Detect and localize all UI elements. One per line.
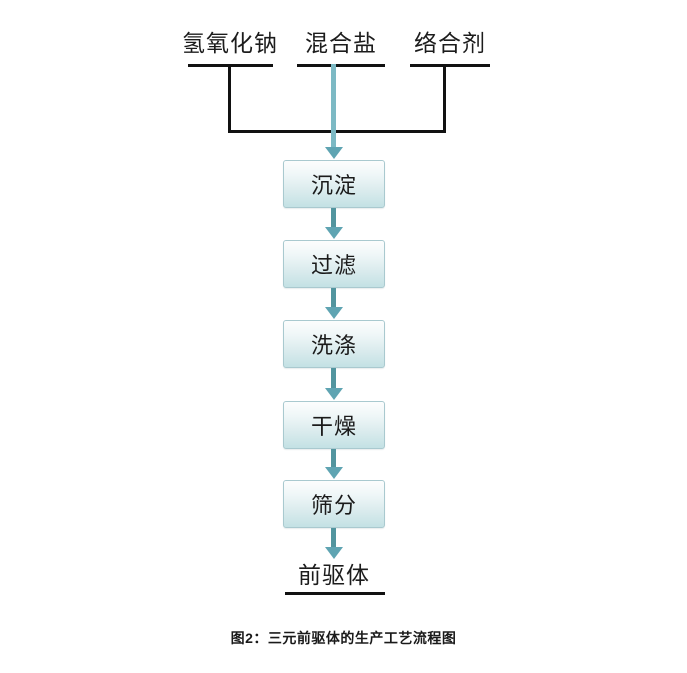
process-box-washing[interactable]: 洗涤 <box>283 320 385 368</box>
output-label-text: 前驱体 <box>298 562 370 588</box>
trunk-line-to-precipitation <box>331 64 336 148</box>
connector-drying-to-sieving <box>331 449 336 468</box>
output-underline-precursor <box>285 592 385 595</box>
connector-precipitation-to-filtration <box>331 208 336 228</box>
connector-right-vertical <box>443 64 446 133</box>
arrowhead-sieving-to-precursor <box>325 547 343 559</box>
input-label-mixed-salt: 混合盐 <box>286 32 396 55</box>
arrowhead-washing-to-drying <box>325 388 343 400</box>
process-box-label: 过滤 <box>310 253 357 278</box>
input-label-text: 络合剂 <box>414 30 486 56</box>
figure-caption: 图2：三元前驱体的生产工艺流程图 <box>0 628 687 648</box>
output-label-precursor: 前驱体 <box>279 564 389 587</box>
figure-caption-text: 图2：三元前驱体的生产工艺流程图 <box>230 630 457 646</box>
connector-merge-bar <box>228 130 446 133</box>
input-label-complexing-agent: 络合剂 <box>400 32 500 55</box>
connector-washing-to-drying <box>331 368 336 389</box>
process-box-drying[interactable]: 干燥 <box>283 401 385 449</box>
process-box-label: 干燥 <box>310 414 357 439</box>
process-box-sieving[interactable]: 筛分 <box>283 480 385 528</box>
input-label-sodium-hydroxide: 氢氧化钠 <box>175 32 285 55</box>
connector-sieving-to-precursor <box>331 528 336 548</box>
connector-filtration-to-washing <box>331 288 336 308</box>
process-box-label: 筛分 <box>310 493 357 518</box>
arrowhead-filtration-to-washing <box>325 307 343 319</box>
input-label-text: 氢氧化钠 <box>182 30 278 56</box>
process-box-precipitation[interactable]: 沉淀 <box>283 160 385 208</box>
connector-left-vertical <box>228 64 231 133</box>
trunk-arrowhead-to-precipitation <box>325 147 343 159</box>
input-label-text: 混合盐 <box>305 30 377 56</box>
process-box-label: 沉淀 <box>310 173 357 198</box>
process-box-filtration[interactable]: 过滤 <box>283 240 385 288</box>
process-box-label: 洗涤 <box>310 333 357 358</box>
arrowhead-drying-to-sieving <box>325 467 343 479</box>
input-underline-complexing-agent <box>410 64 490 67</box>
input-underline-mixed-salt <box>297 64 385 67</box>
arrowhead-precipitation-to-filtration <box>325 227 343 239</box>
